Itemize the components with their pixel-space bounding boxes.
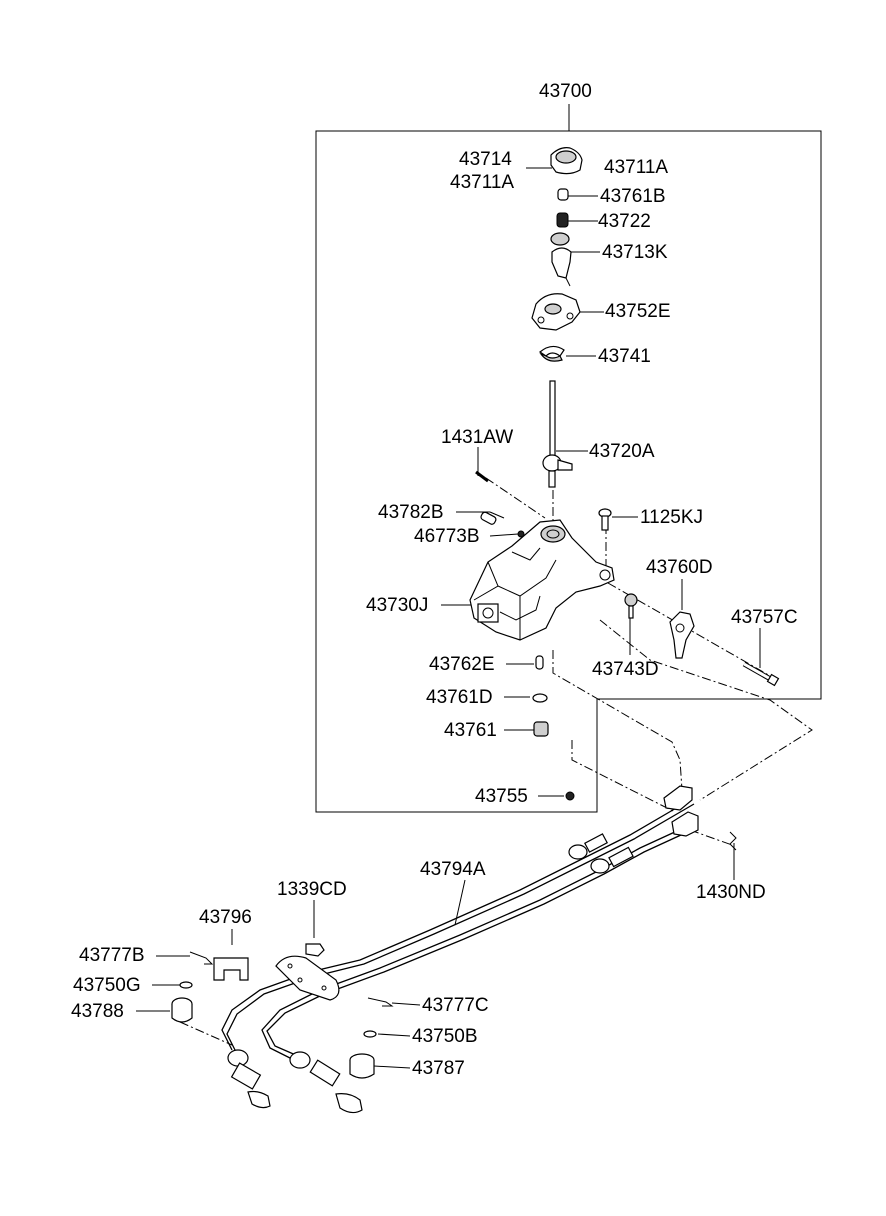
- spring-43722: [556, 212, 569, 228]
- bolt-1125KJ: [598, 508, 612, 531]
- label-1431AW: 1431AW: [441, 427, 514, 448]
- label-46773B: 46773B: [414, 526, 480, 547]
- label-43755: 43755: [475, 786, 528, 807]
- bolt-43757C: [742, 661, 780, 687]
- label-43761D: 43761D: [426, 687, 493, 708]
- label-43761: 43761: [444, 720, 497, 741]
- bushing-43761: [533, 721, 549, 737]
- washer-43750G: [179, 981, 193, 989]
- assembly-lines: [179, 477, 813, 1046]
- label-1430ND: 1430ND: [696, 882, 766, 903]
- label-43722: 43722: [598, 211, 651, 232]
- label-43762E: 43762E: [429, 654, 495, 675]
- bracket-clip-43796: [213, 957, 249, 981]
- shifter-housing-43730J: [469, 519, 615, 641]
- label-1339CD: 1339CD: [277, 879, 347, 900]
- label-43796: 43796: [199, 907, 252, 928]
- pin-43782B: [480, 511, 497, 525]
- label-43788: 43788: [71, 1001, 124, 1022]
- label-43720A: 43720A: [589, 441, 655, 462]
- cable-end-left: [227, 1049, 271, 1109]
- label-43794A: 43794A: [420, 859, 486, 880]
- label-1125KJ: 1125KJ: [640, 507, 704, 528]
- bushing-43761B: [557, 188, 569, 201]
- clip-43777C: [367, 997, 394, 1007]
- assembly-boundary: [315, 130, 822, 813]
- nut-1339CD: [305, 943, 325, 957]
- clip-1430ND: [729, 831, 737, 851]
- label-43760D: 43760D: [646, 557, 713, 578]
- pin-1431AW: [475, 470, 489, 483]
- lever-43760D: [669, 611, 695, 659]
- label-43777B: 43777B: [79, 945, 145, 966]
- label-43714: 43714: [459, 149, 512, 170]
- clip-46773B: [517, 530, 525, 538]
- washer-43761D: [532, 693, 548, 703]
- label-43761B: 43761B: [600, 186, 666, 207]
- label-43750B: 43750B: [412, 1026, 478, 1047]
- clip-43777B: [189, 951, 214, 965]
- label-43700: 43700: [539, 81, 592, 102]
- cable-plate: [275, 955, 340, 1001]
- label-43743D: 43743D: [592, 659, 659, 680]
- cable-end-right: [289, 1051, 363, 1114]
- clip-43755: [565, 791, 575, 801]
- shift-lever-43720A: [542, 380, 573, 488]
- bushing-43787: [349, 1053, 375, 1079]
- label-43750G: 43750G: [73, 975, 141, 996]
- snap-ring-43741: [538, 345, 565, 362]
- shift-cables-43794A: [221, 799, 695, 1061]
- shift-knob: [550, 147, 583, 175]
- label-43711A-right: 43711A: [604, 157, 669, 178]
- label-43752E: 43752E: [605, 301, 671, 322]
- cable-bracket-upper: [663, 785, 699, 837]
- pin-43762E: [535, 655, 544, 670]
- bushing-43788: [171, 997, 193, 1023]
- label-43777C: 43777C: [422, 995, 489, 1016]
- knob-adapter-43713K: [550, 232, 572, 287]
- label-43782B: 43782B: [378, 502, 444, 523]
- label-43741: 43741: [598, 346, 651, 367]
- label-43730J: 43730J: [366, 595, 429, 616]
- boot-retainer-43752E: [531, 293, 581, 331]
- label-43757C: 43757C: [731, 607, 798, 628]
- cable-adjusters: [568, 833, 634, 874]
- label-43787: 43787: [412, 1058, 465, 1079]
- label-43711A-left: 43711A: [450, 172, 515, 193]
- washer-43750B: [363, 1030, 377, 1038]
- label-43713K: 43713K: [602, 242, 668, 263]
- bushing-43743D: [624, 593, 638, 619]
